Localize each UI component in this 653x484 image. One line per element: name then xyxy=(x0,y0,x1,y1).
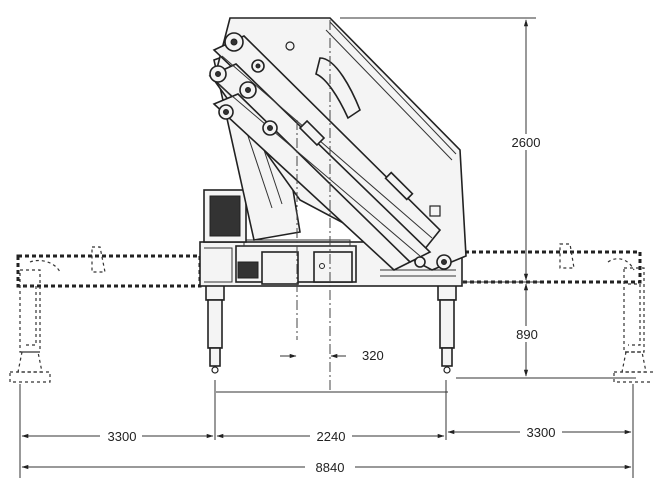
dimension-320: 320 xyxy=(280,348,384,363)
control-box xyxy=(203,189,259,243)
dimension-890: 890 xyxy=(509,283,545,377)
dimension-2240: 2240 xyxy=(216,429,445,444)
dimension-label-890: 890 xyxy=(516,327,538,342)
extension-arms xyxy=(208,35,442,271)
dimension-label-3300-left: 3300 xyxy=(108,429,137,444)
crane-base xyxy=(199,239,463,287)
dimension-2600: 2600 xyxy=(505,19,549,281)
dimension-3300-right: 3300 xyxy=(447,425,632,440)
outrigger-beam-left xyxy=(16,246,202,288)
dimension-label-320: 320 xyxy=(362,348,384,363)
outer-leg-left xyxy=(9,269,51,383)
extension-lines xyxy=(19,17,636,478)
dimension-label-2600: 2600 xyxy=(512,135,541,150)
hinge-joints xyxy=(209,32,452,270)
dimension-3300-left: 3300 xyxy=(21,429,214,444)
inner-leg-right xyxy=(437,277,457,374)
outrigger-beam-right xyxy=(456,243,642,284)
outer-leg-right xyxy=(613,267,653,383)
dimension-label-3300-right: 3300 xyxy=(527,425,556,440)
inner-leg-left xyxy=(205,277,225,374)
dimension-label-8840: 8840 xyxy=(316,460,345,475)
dimension-8840: 8840 xyxy=(21,460,632,475)
dimension-label-2240: 2240 xyxy=(317,429,346,444)
